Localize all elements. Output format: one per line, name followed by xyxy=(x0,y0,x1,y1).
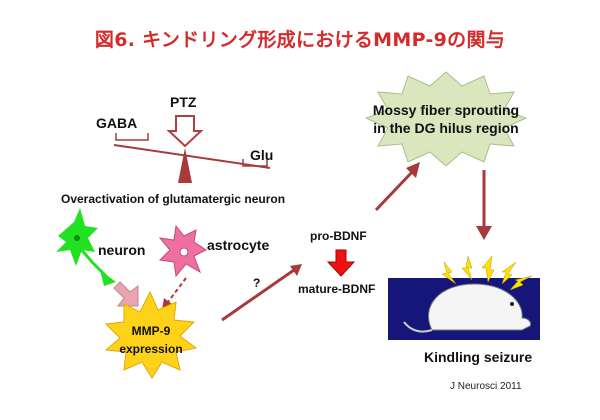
bdnf-to-mossy-arrow xyxy=(374,168,416,212)
balance-beam xyxy=(113,144,271,169)
balance-fulcrum xyxy=(178,148,192,183)
seizure-lightning-icons xyxy=(441,255,533,291)
mossy-to-seizure-arrowhead xyxy=(476,226,492,240)
mmp9-starburst xyxy=(104,290,198,379)
mmp9-label: MMP-9 xyxy=(131,324,171,338)
rat-icon xyxy=(403,283,531,333)
mmp9-to-bdnf-arrow xyxy=(221,268,295,322)
glu-pan xyxy=(242,159,268,167)
gaba-label: GABA xyxy=(96,115,138,131)
glu-label: Glu xyxy=(250,147,274,163)
pro-bdnf-label: pro-BDNF xyxy=(310,229,367,243)
balance-diagram xyxy=(113,115,271,183)
mossy-fiber-label: Mossy fiber sprouting xyxy=(372,102,520,118)
ptz-down-arrow xyxy=(166,115,204,148)
neuron-icon xyxy=(56,208,116,286)
balance-caption: Overactivation of glutamatergic neuron xyxy=(61,192,286,206)
astrocyte-to-mmp9-arrow xyxy=(167,277,187,303)
mature-bdnf-label: mature-BDNF xyxy=(298,282,376,296)
astrocyte-icon xyxy=(158,224,207,278)
kindling-seizure-label: Kindling seizure xyxy=(424,349,533,365)
gaba-pan xyxy=(115,133,149,141)
mmp9-to-bdnf-arrowhead xyxy=(290,264,302,276)
neuron-label: neuron xyxy=(98,242,146,258)
mossy-fiber-region-label: in the DG hilus region xyxy=(373,120,519,136)
bdnf-conversion-arrow xyxy=(326,249,356,277)
slide-title: 図6. キンドリング形成におけるMMP-9の関与 xyxy=(94,29,506,51)
bdnf-to-mossy-arrowhead xyxy=(406,162,420,178)
astrocyte-label: astrocyte xyxy=(207,237,270,253)
neuron-to-mmp9-arrow xyxy=(113,281,139,307)
mmp9-expression-label: expression xyxy=(119,342,183,356)
mossy-fiber-starburst xyxy=(364,71,528,167)
citation: J Neurosci 2011 xyxy=(450,381,522,392)
unknown-mechanism-mark: ? xyxy=(253,276,261,290)
ptz-label: PTZ xyxy=(170,94,197,110)
